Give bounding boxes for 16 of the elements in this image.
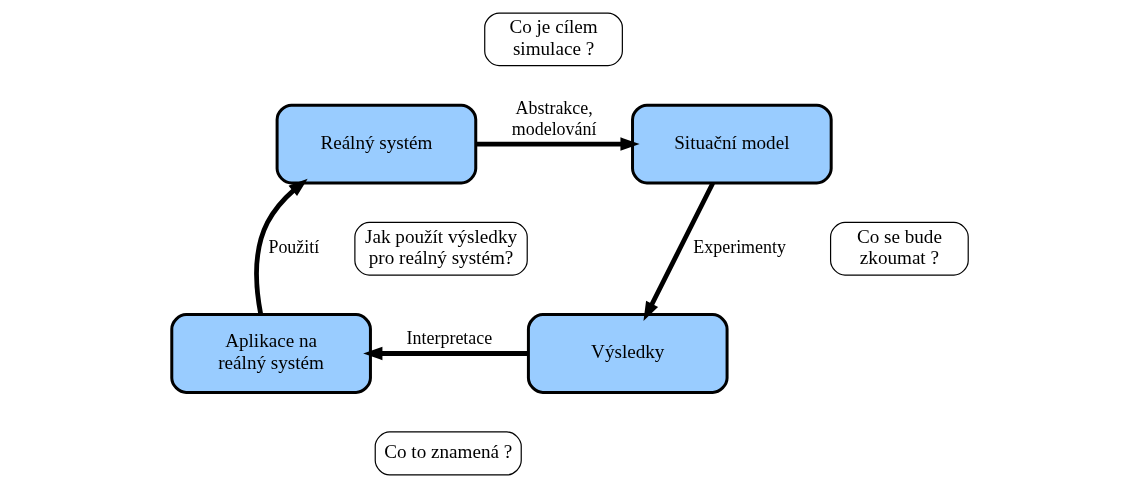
edge-label: Abstrakce, modelování	[511, 98, 597, 139]
arrow	[643, 182, 715, 322]
arrow	[254, 178, 308, 315]
edge-label: Použití	[268, 236, 320, 257]
node-box: Situační model	[631, 103, 833, 185]
node-box: Aplikace na reálný systém	[170, 313, 372, 394]
node-box: Co je cílem simulace ?	[484, 12, 623, 67]
edge-label: Interpretace	[406, 327, 493, 348]
edge-label: Experimenty	[693, 236, 786, 257]
arrow	[475, 137, 640, 151]
arrow	[363, 346, 529, 361]
node-box: Co to znamená ?	[374, 431, 522, 476]
node-box: Výsledky	[526, 313, 729, 394]
node-box: Reálný systém	[275, 103, 478, 185]
node-box: Co se bude zkoumat ?	[830, 221, 969, 276]
node-box: Jak použít výsledky pro reálný systém?	[354, 221, 528, 276]
